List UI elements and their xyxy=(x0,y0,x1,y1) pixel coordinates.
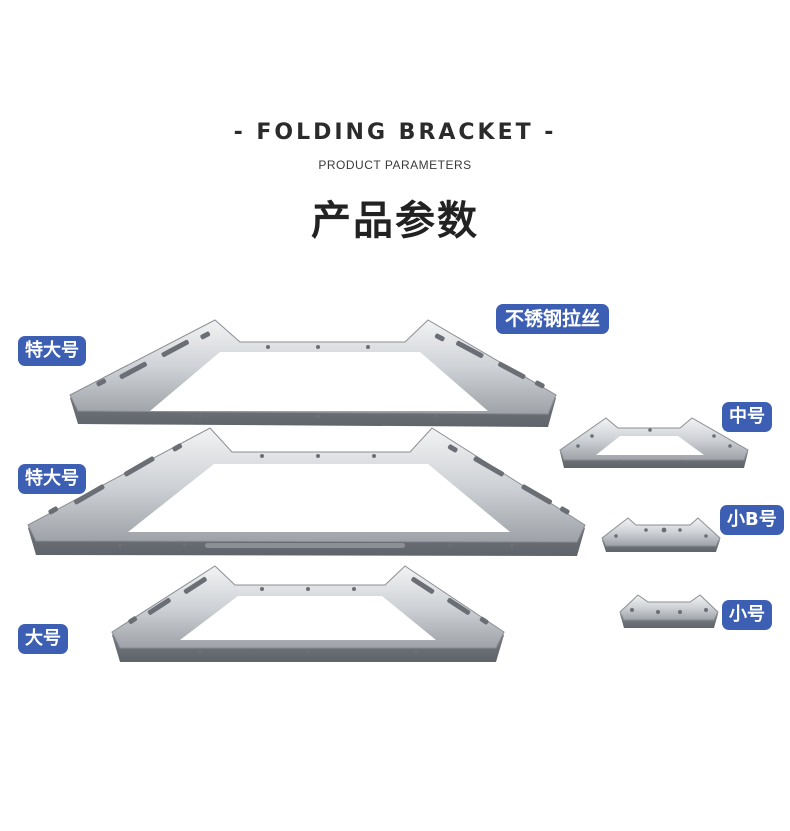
size-badge-small-b: 小B号 xyxy=(720,505,784,535)
bracket-small-b xyxy=(601,517,721,552)
bracket-large xyxy=(111,565,505,662)
bracket-extra-large-middle xyxy=(27,427,586,556)
product-parameters-title-zh: 产品参数 xyxy=(311,198,479,244)
bracket-small xyxy=(619,594,719,628)
bracket-extra-large-top xyxy=(69,319,557,427)
size-badge-extra-large-2: 特大号 xyxy=(18,464,86,494)
folding-bracket-title: - FOLDING BRACKET - xyxy=(233,120,557,145)
bracket-medium xyxy=(559,417,749,468)
size-badge-extra-large-1: 特大号 xyxy=(18,336,86,366)
material-badge: 不锈钢拉丝 xyxy=(496,304,610,334)
size-badge-large: 大号 xyxy=(18,624,68,654)
size-badge-medium: 中号 xyxy=(722,402,772,432)
product-parameters-subtitle: PRODUCT PARAMETERS xyxy=(318,158,472,172)
size-badge-small: 小号 xyxy=(722,600,772,630)
